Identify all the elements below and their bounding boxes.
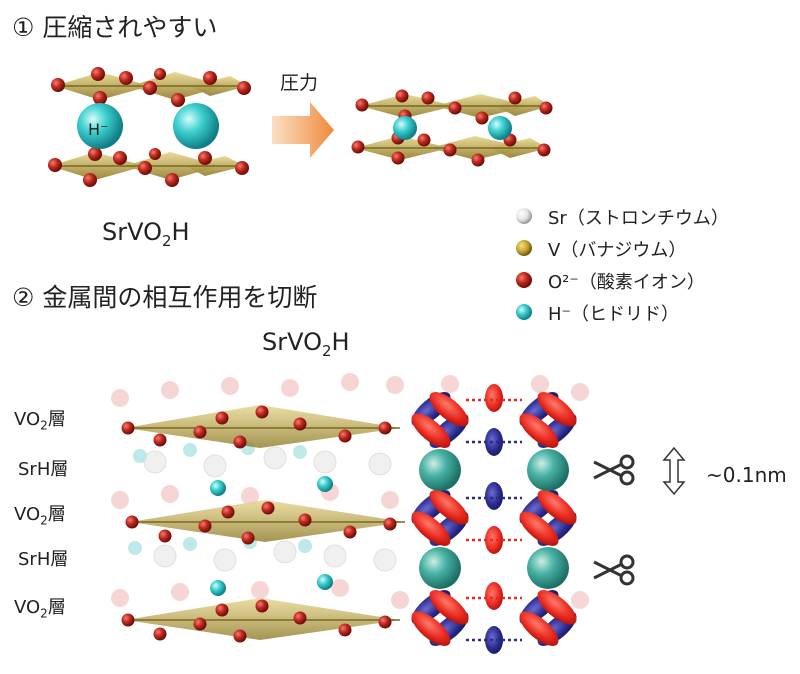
scissors-icon xyxy=(593,454,635,486)
distance-label: ~0.1nm xyxy=(706,463,787,487)
legend-label-h: H⁻（ヒドリド） xyxy=(548,304,680,325)
scissors-icon xyxy=(593,554,635,586)
layer-label-vo2-1: VO2層 xyxy=(14,409,66,433)
structure-formula: SrVO2H xyxy=(262,328,350,360)
pressure-label: 圧力 xyxy=(280,72,319,94)
layer-label-vo2-2: VO2層 xyxy=(14,504,66,528)
section1-title: ① 圧縮されやすい xyxy=(12,13,218,42)
pressure-arrow xyxy=(272,102,334,158)
legend-label-o: O²⁻（酸素イオン） xyxy=(548,272,705,293)
double-arrow-icon xyxy=(662,446,686,496)
orbital-diagram xyxy=(411,384,577,654)
legend-label-sr: Sr（ストロンチウム） xyxy=(548,208,729,229)
layer-label-srh-1: SrH層 xyxy=(18,459,69,480)
legend-marker-h xyxy=(516,304,532,320)
section2-title: ② 金属間の相互作用を切断 xyxy=(12,283,318,312)
legend-marker-sr xyxy=(516,208,532,224)
layer-label-srh-2: SrH層 xyxy=(18,549,69,570)
layered-structure xyxy=(111,373,589,654)
hydride-label: H⁻ xyxy=(88,120,108,139)
legend-label-v: V（バナジウム） xyxy=(548,240,687,261)
legend-marker-v xyxy=(516,240,532,256)
uncompressed-structure xyxy=(48,67,251,187)
legend-marker-o xyxy=(516,272,532,288)
layer-label-vo2-3: VO2層 xyxy=(14,597,66,621)
compressed-structure xyxy=(351,89,553,167)
compression-formula: SrVO2H xyxy=(102,218,190,250)
